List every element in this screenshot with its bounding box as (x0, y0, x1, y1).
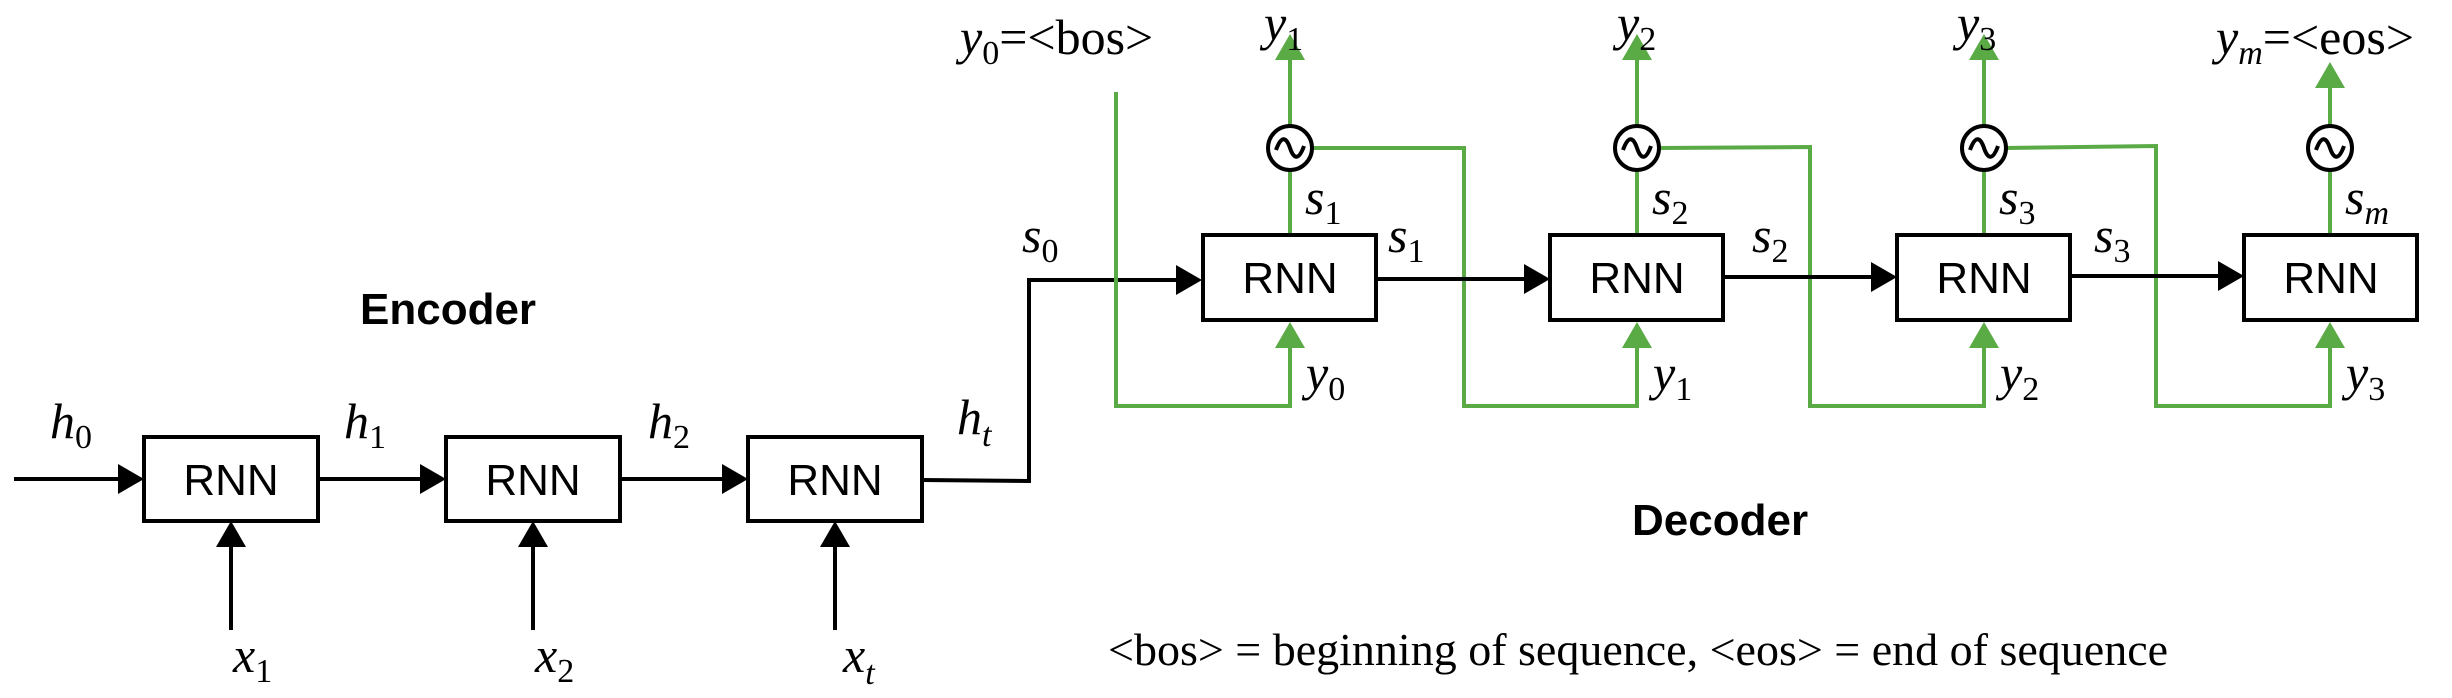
feedback-loop-4 (2004, 143, 2332, 408)
output-arrowhead-3 (1969, 34, 1999, 60)
decoder-cell-4-label: RNN (2283, 254, 2378, 303)
decoder-cell-1-label: RNN (1242, 254, 1337, 303)
x1-label: x1 (232, 627, 272, 690)
feedback-arrowhead-4 (2315, 322, 2345, 348)
feedback-arrowhead-2 (1622, 322, 1652, 348)
encoder-heading: Encoder (360, 285, 536, 334)
x2-label: x2 (534, 627, 574, 690)
s0-arrowhead (1176, 265, 1202, 295)
encoder-cell-2-label: RNN (485, 456, 580, 505)
encoder: RNN RNN RNN h0 h1 h2 ht x1 x2 xt (14, 265, 1202, 692)
h1-arrowhead (420, 464, 446, 494)
s1-label: s1 (1388, 207, 1424, 270)
decoder-input-label-3: y2 (1995, 345, 2039, 408)
decoder-cell-3-label: RNN (1936, 254, 2031, 303)
s0-label: s0 (1022, 207, 1058, 270)
decoder-input-label-1: y0 (1301, 345, 1345, 408)
cell-state-label-3: s3 (1999, 169, 2035, 232)
decoder-cell-1 (1201, 233, 1378, 322)
encoder-cell-3-label: RNN (787, 456, 882, 505)
tilde-circle-icon (2306, 124, 2354, 172)
feedback-arrowhead-1 (1275, 322, 1305, 348)
decoder-heading: Decoder (1632, 496, 1808, 545)
tilde-circle-icon (1266, 124, 1314, 172)
encoder-cell-1-label: RNN (183, 456, 278, 505)
feedback-loop-2 (1311, 146, 1639, 408)
cell-state-label-4: sm (2345, 169, 2389, 232)
decoder-cell-3 (1895, 233, 2072, 322)
s2-label: s2 (1752, 207, 1788, 270)
decoder-input-label-2: y1 (1648, 345, 1692, 408)
cell-state-label-2: s2 (1652, 169, 1688, 232)
s3-arrowhead (2218, 261, 2244, 291)
output-label-3: y3 (1952, 0, 1996, 58)
h0-label: h0 (50, 393, 92, 456)
decoder-cell-4 (2242, 233, 2419, 322)
feedback-arrowhead-3 (1969, 322, 1999, 348)
tilde-circle-icon (1613, 124, 1661, 172)
xt-arrowhead (820, 521, 850, 547)
h1-label: h1 (344, 393, 386, 456)
feedback-loop-1 (1114, 92, 1292, 408)
output-label-4: ym=<eos> (2211, 9, 2414, 72)
decoder-input-label-4: y3 (2341, 345, 2385, 408)
context-connector (921, 278, 1180, 484)
h2-label: h2 (648, 393, 690, 456)
footnote: <bos> = beginning of sequence, <eos> = e… (1108, 624, 2168, 675)
output-label-1: y1 (1259, 0, 1303, 58)
x1-arrowhead (216, 521, 246, 547)
decoder-cell-2 (1548, 233, 1725, 322)
h2-arrowhead (722, 464, 748, 494)
decoder-cell-2-label: RNN (1589, 254, 1684, 303)
decoder: y0=<bos> (955, 0, 2419, 408)
cell-state-label-1: s1 (1305, 169, 1341, 232)
y0-bos-label: y0=<bos> (955, 9, 1153, 72)
x2-arrowhead (518, 521, 548, 547)
output-arrowhead-4 (2315, 62, 2345, 88)
output-label-2: y2 (1612, 0, 1656, 58)
tilde-circle-icon (1960, 124, 2008, 172)
s1-arrowhead (1524, 264, 1550, 294)
s3-label: s3 (2094, 207, 2130, 270)
output-arrowhead-1 (1275, 34, 1305, 60)
ht-label: ht (957, 389, 993, 454)
output-arrowhead-2 (1622, 34, 1652, 60)
s2-arrowhead (1871, 262, 1897, 292)
feedback-loop-3 (1657, 144, 1986, 408)
h0-arrowhead (118, 464, 144, 494)
xt-label: xt (842, 627, 876, 692)
